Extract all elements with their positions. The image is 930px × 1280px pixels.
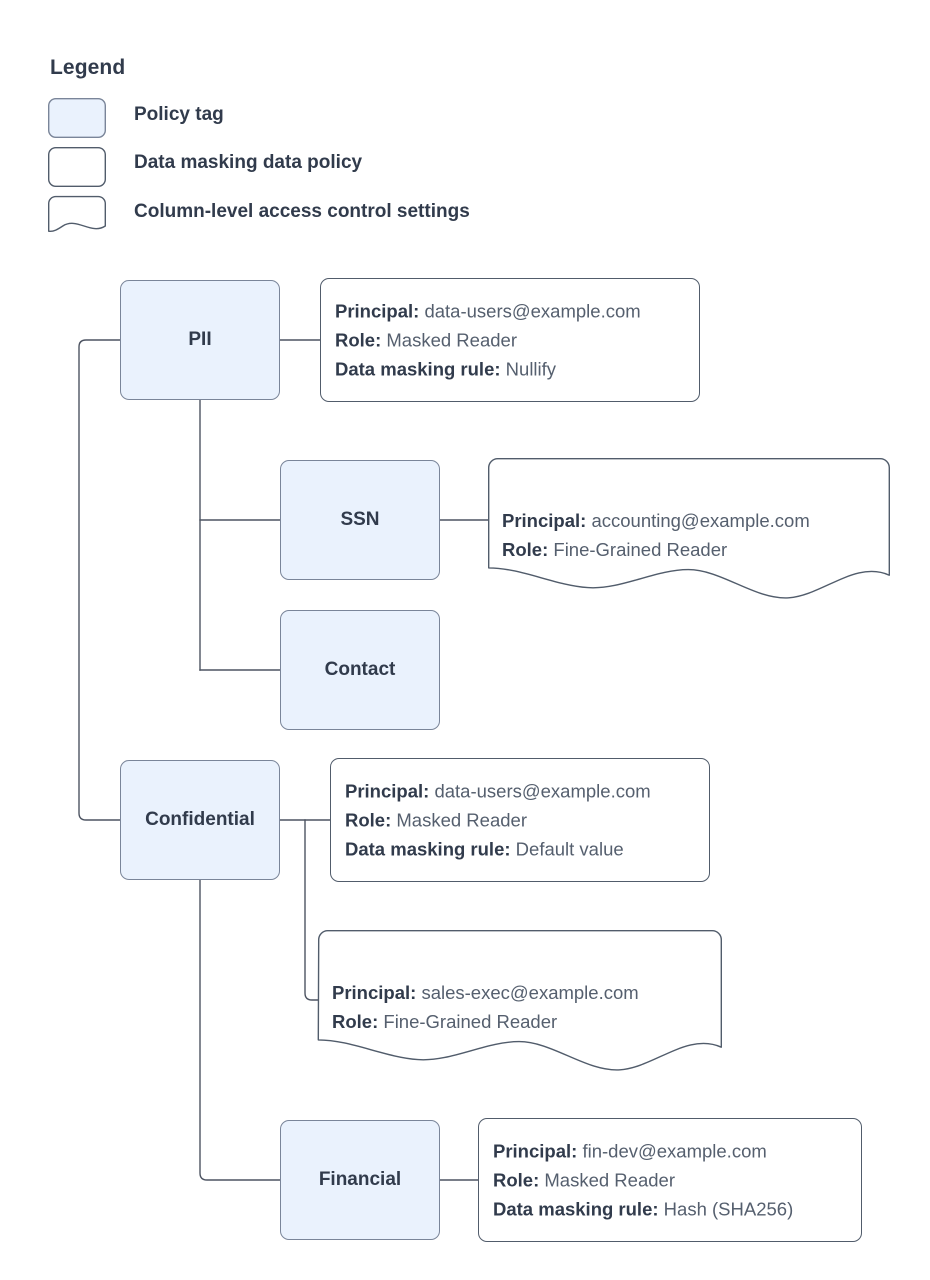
policy-tag-node-contact[interactable]: Contact	[280, 610, 440, 730]
legend-label-data-masking: Data masking data policy	[134, 152, 363, 173]
callout-row: Principal: fin-dev@example.com	[493, 1137, 793, 1166]
callout-key: Principal:	[345, 780, 430, 802]
wavy-callout-shape	[317, 930, 722, 1071]
callout-confidential-access[interactable]: Principal: sales-exec@example.com Role: …	[317, 930, 722, 1071]
callout-ssn-access[interactable]: Principal: accounting@example.com Role: …	[488, 458, 890, 599]
callout-key: Role:	[345, 809, 392, 831]
callout-confidential-masking[interactable]: Principal: data-users@example.com Role: …	[330, 758, 710, 882]
callout-key: Data masking rule:	[493, 1198, 659, 1220]
callout-value: Masked Reader	[544, 1169, 675, 1191]
policy-tag-node-financial[interactable]: Financial	[280, 1120, 440, 1240]
callout-value: data-users@example.com	[434, 780, 651, 802]
policy-tag-label: Confidential	[145, 809, 255, 830]
callout-key: Principal:	[493, 1140, 578, 1162]
callout-value: accounting@example.com	[591, 510, 810, 531]
connector-trunk-pii-confidential	[78, 339, 121, 821]
connector-confidential-to-access-callout	[304, 819, 323, 1001]
callout-key: Principal:	[332, 982, 417, 1003]
callout-key: Data masking rule:	[335, 358, 501, 380]
callout-value: data-users@example.com	[424, 300, 641, 322]
legend-label-policy-tag: Policy tag	[134, 104, 224, 125]
callout-value: Masked Reader	[396, 809, 527, 831]
policy-tag-label: PII	[188, 329, 212, 350]
callout-row: Data masking rule: Hash (SHA256)	[493, 1195, 793, 1224]
callout-value: Nullify	[505, 358, 557, 380]
callout-row: Data masking rule: Nullify	[335, 355, 641, 384]
legend-label-column-access: Column-level access control settings	[134, 201, 470, 222]
callout-row: Principal: accounting@example.com	[502, 506, 810, 535]
callout-row: Principal: sales-exec@example.com	[332, 978, 639, 1007]
callout-row: Data masking rule: Default value	[345, 835, 651, 864]
policy-tag-label: Contact	[324, 659, 396, 680]
wavy-callout-shape	[488, 458, 890, 599]
callout-key: Role:	[493, 1169, 540, 1191]
legend-title: Legend	[50, 56, 126, 79]
callout-key: Principal:	[335, 300, 420, 322]
policy-tag-node-ssn[interactable]: SSN	[280, 460, 440, 580]
callout-value: Fine-Grained Reader	[383, 1011, 558, 1032]
callout-value: Masked Reader	[386, 329, 517, 351]
callout-row: Principal: data-users@example.com	[345, 777, 651, 806]
callout-row: Role: Masked Reader	[335, 326, 641, 355]
callout-key: Data masking rule:	[345, 838, 511, 860]
callout-value: Hash (SHA256)	[663, 1198, 794, 1220]
callout-value: Fine-Grained Reader	[553, 539, 728, 560]
callout-row: Principal: data-users@example.com	[335, 297, 641, 326]
legend-swatch-data-masking	[48, 146, 106, 187]
policy-tag-node-confidential[interactable]: Confidential	[120, 760, 280, 880]
callout-row: Role: Fine-Grained Reader	[502, 535, 810, 564]
callout-financial-masking[interactable]: Principal: fin-dev@example.com Role: Mas…	[478, 1118, 862, 1242]
callout-value: Default value	[515, 838, 624, 860]
legend-swatch-column-access	[48, 195, 106, 233]
policy-tag-label: SSN	[340, 509, 380, 530]
callout-row: Role: Masked Reader	[345, 806, 651, 835]
callout-value: fin-dev@example.com	[582, 1140, 767, 1162]
callout-key: Principal:	[502, 510, 587, 531]
callout-pii-masking[interactable]: Principal: data-users@example.com Role: …	[320, 278, 700, 402]
legend-swatch-policy-tag	[48, 97, 106, 138]
connector-confidential-to-financial	[199, 879, 281, 1181]
policy-tag-label: Financial	[318, 1169, 402, 1190]
callout-key: Role:	[502, 539, 549, 560]
callout-row: Role: Fine-Grained Reader	[332, 1007, 639, 1036]
callout-key: Role:	[332, 1011, 379, 1032]
policy-tag-node-pii[interactable]: PII	[120, 280, 280, 400]
callout-key: Role:	[335, 329, 382, 351]
callout-value: sales-exec@example.com	[421, 982, 639, 1003]
callout-row: Role: Masked Reader	[493, 1166, 793, 1195]
